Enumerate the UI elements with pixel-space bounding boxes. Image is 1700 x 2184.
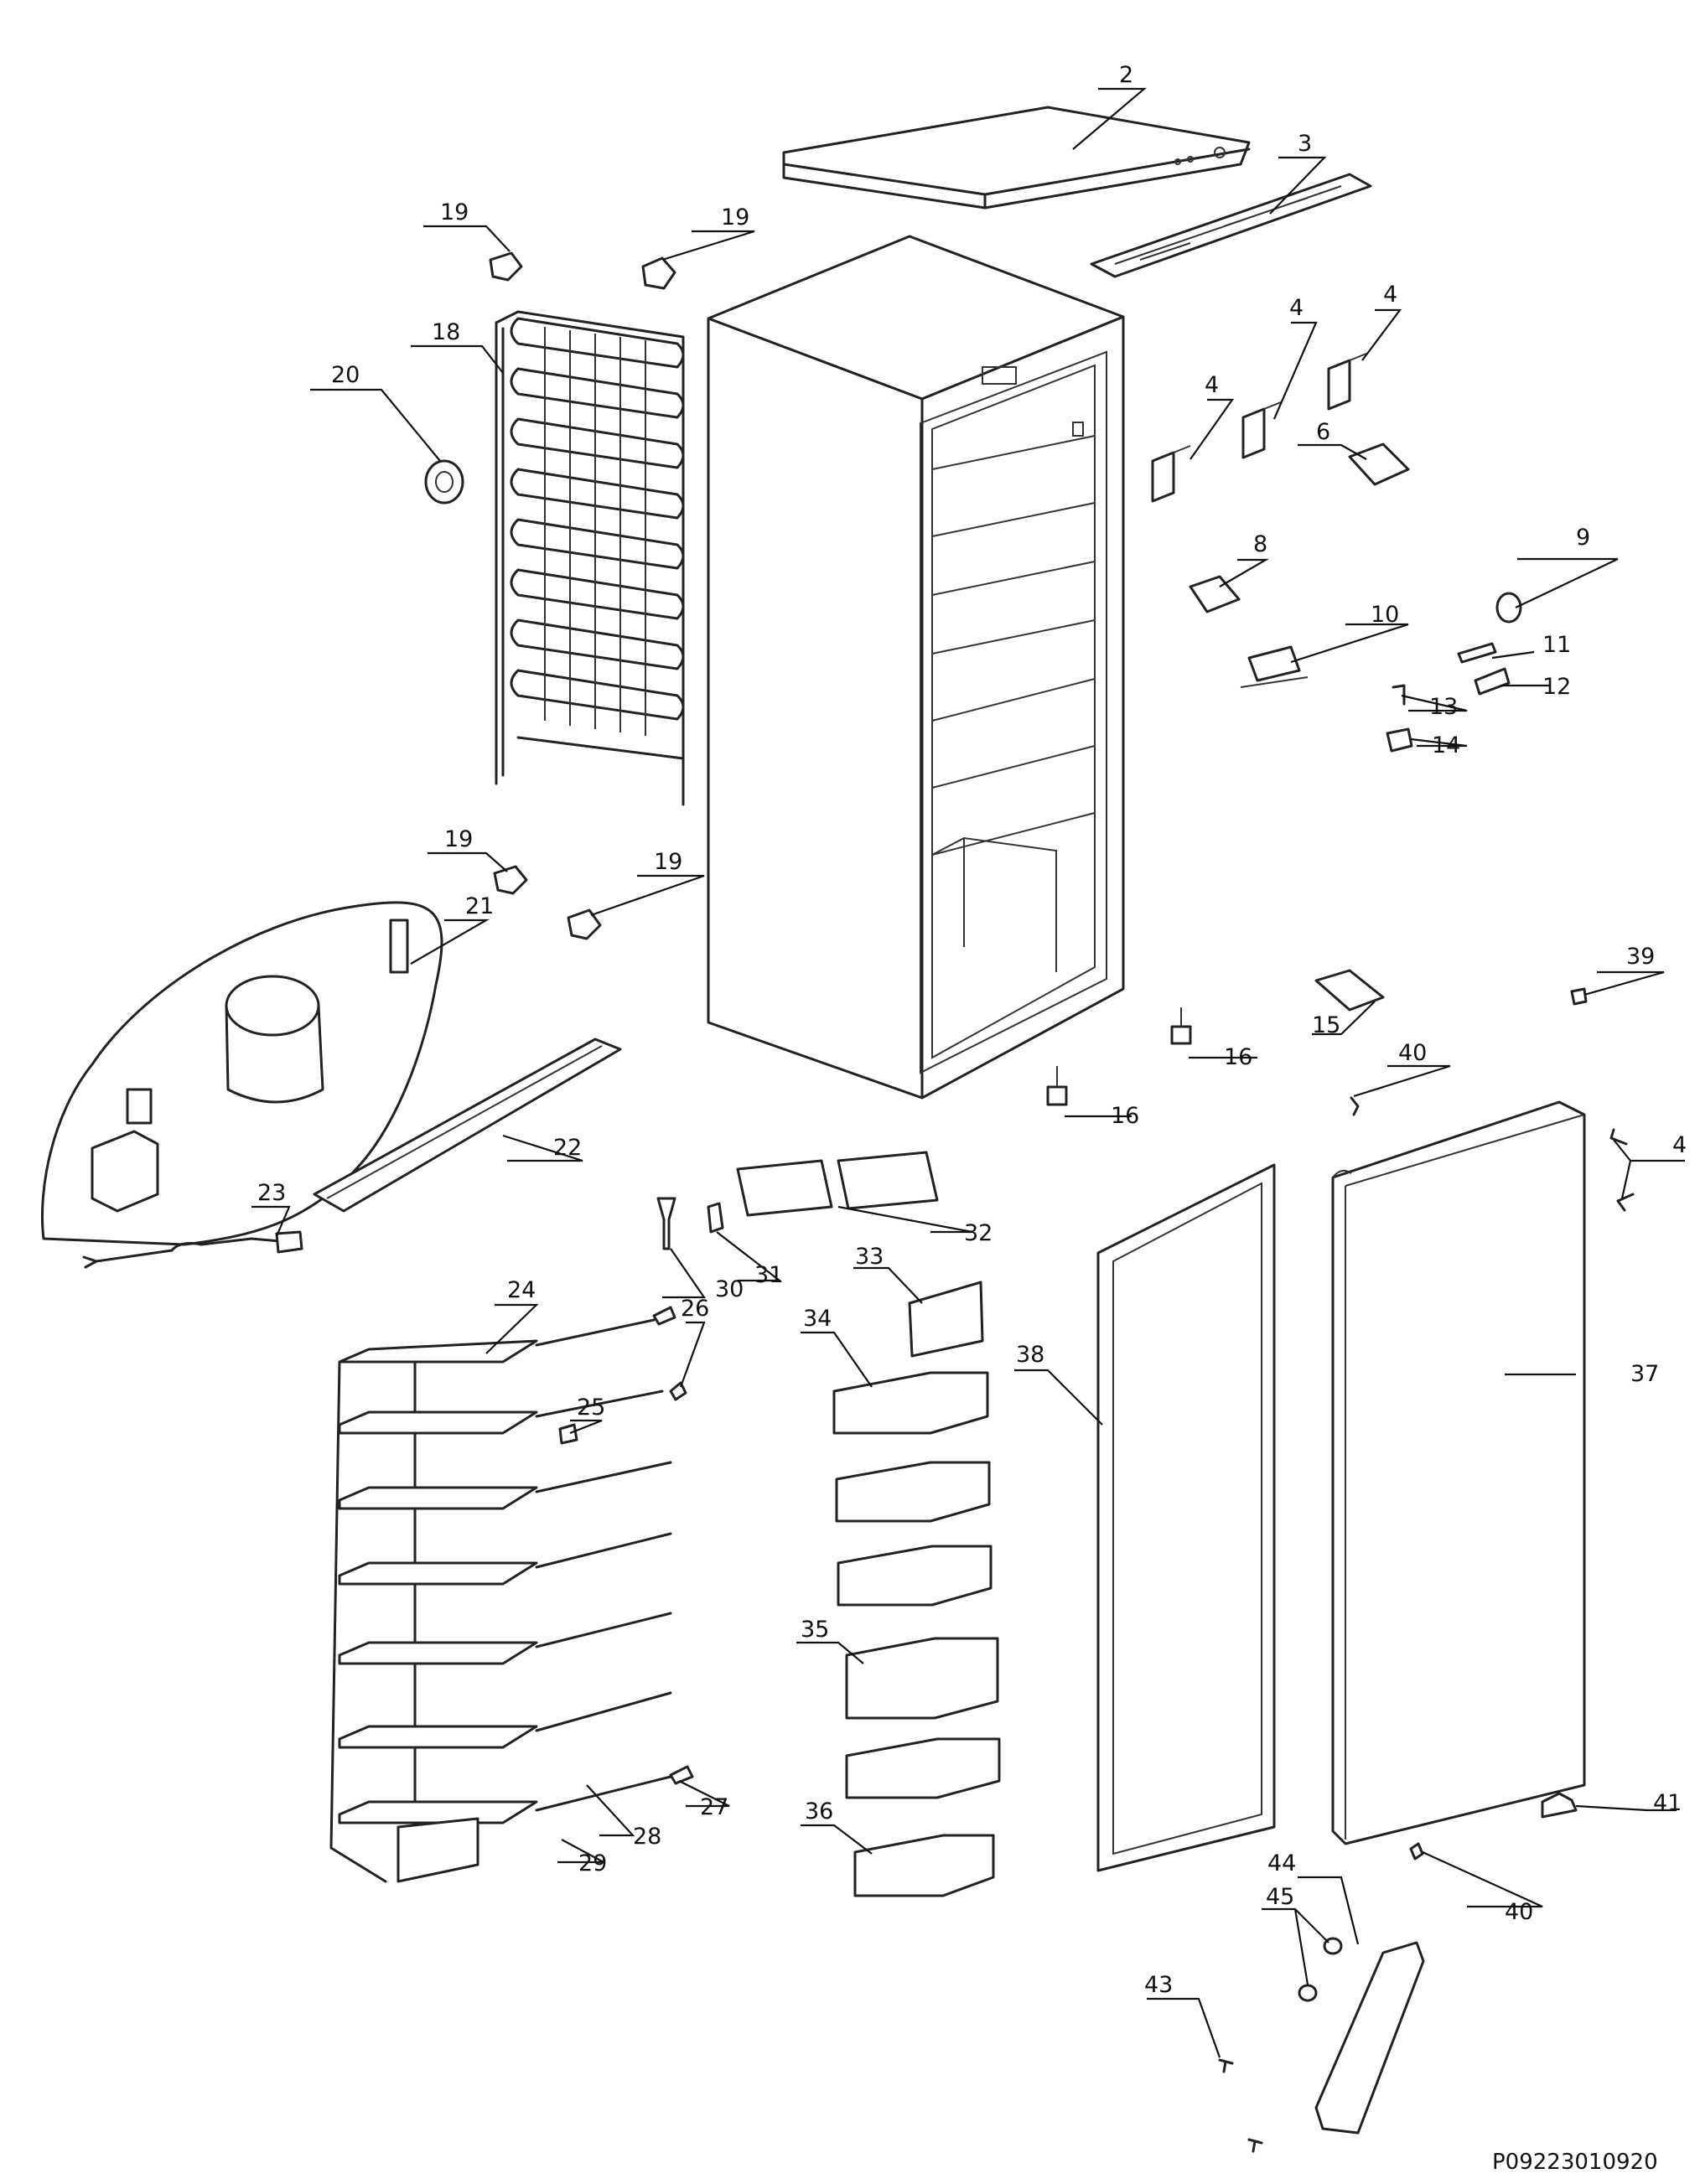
cabinet-drawing [707,235,1125,1100]
label-part-4a: 4 [1205,372,1219,398]
label-part-6: 6 [1316,419,1330,445]
label-part-32: 32 [964,1220,993,1246]
label-part-28: 28 [633,1824,661,1850]
label-part-19d: 19 [654,849,682,875]
label-part-12: 12 [1542,674,1571,700]
label-part-13: 13 [1429,694,1458,720]
base-rail-drawing [313,1038,622,1213]
label-part-40a: 40 [1398,1040,1427,1066]
top-rail-drawing [1090,173,1372,278]
grommet-drawing [424,459,464,505]
label-part-41: 41 [1653,1790,1682,1816]
thermostat-drawing [1240,592,1522,753]
shelf-rails-drawing [535,1306,694,1812]
label-part-19b: 19 [721,204,749,230]
diagram-code: P09223010920 [1492,2150,1658,2175]
label-part-39: 39 [1626,944,1655,970]
label-part-3: 3 [1298,131,1312,157]
label-part-37: 37 [1630,1361,1659,1387]
label-part-22: 22 [553,1135,582,1161]
label-part-4d: 4 [1672,1132,1687,1158]
label-part-38: 38 [1016,1342,1044,1368]
label-part-11: 11 [1542,632,1571,658]
bracket-drawing [1151,353,1635,1212]
label-part-33: 33 [855,1244,884,1270]
label-part-2: 2 [1119,62,1133,88]
label-part-26: 26 [681,1296,709,1322]
label-part-4b: 4 [1289,295,1304,321]
tray-drawing [656,1151,939,1250]
label-part-27: 27 [700,1794,728,1820]
door-drawing [1331,1100,1586,1845]
label-part-10: 10 [1371,602,1399,628]
hinge-bracket-drawing [1189,442,1410,613]
label-part-25: 25 [577,1395,605,1421]
label-part-16b: 16 [1111,1103,1139,1129]
foot-drawing [1046,969,1385,1106]
drawers-drawing [832,1281,1001,1897]
top-cover-drawing [782,106,1251,210]
label-part-8: 8 [1253,531,1267,557]
label-part-23: 23 [257,1180,286,1206]
label-part-21: 21 [465,893,494,919]
label-part-19a: 19 [440,199,469,225]
label-part-43: 43 [1144,1972,1173,1998]
condenser-drawing [495,310,685,806]
label-part-40b: 40 [1505,1899,1533,1925]
label-part-45: 45 [1266,1884,1294,1910]
label-part-15: 15 [1312,1012,1340,1038]
power-cord-drawing [82,1230,303,1269]
label-part-24: 24 [507,1277,536,1303]
label-part-30: 30 [715,1276,744,1302]
label-part-4c: 4 [1383,282,1397,308]
door-gasket-drawing [1096,1163,1276,1872]
part-labels: 2 3 4 4 4 4 6 8 9 10 11 12 13 14 15 16 1… [257,62,1687,1998]
leader-lines [251,87,1685,2058]
label-part-19c: 19 [444,826,473,852]
label-part-9: 9 [1576,525,1590,551]
label-part-29: 29 [578,1850,607,1876]
rubber-mount-drawing [489,251,676,940]
shelf-frame-drawing [329,1339,538,1883]
label-part-36: 36 [805,1798,833,1824]
door-hardware-drawing [1218,987,1588,2153]
label-part-35: 35 [801,1617,829,1643]
label-part-44: 44 [1267,1850,1296,1876]
label-part-31: 31 [754,1262,783,1288]
label-part-34: 34 [803,1306,832,1332]
label-part-20: 20 [331,362,360,388]
label-part-14: 14 [1432,732,1460,758]
label-part-18: 18 [432,319,460,345]
label-part-16a: 16 [1224,1044,1252,1070]
compressor-drawing [41,901,443,1246]
